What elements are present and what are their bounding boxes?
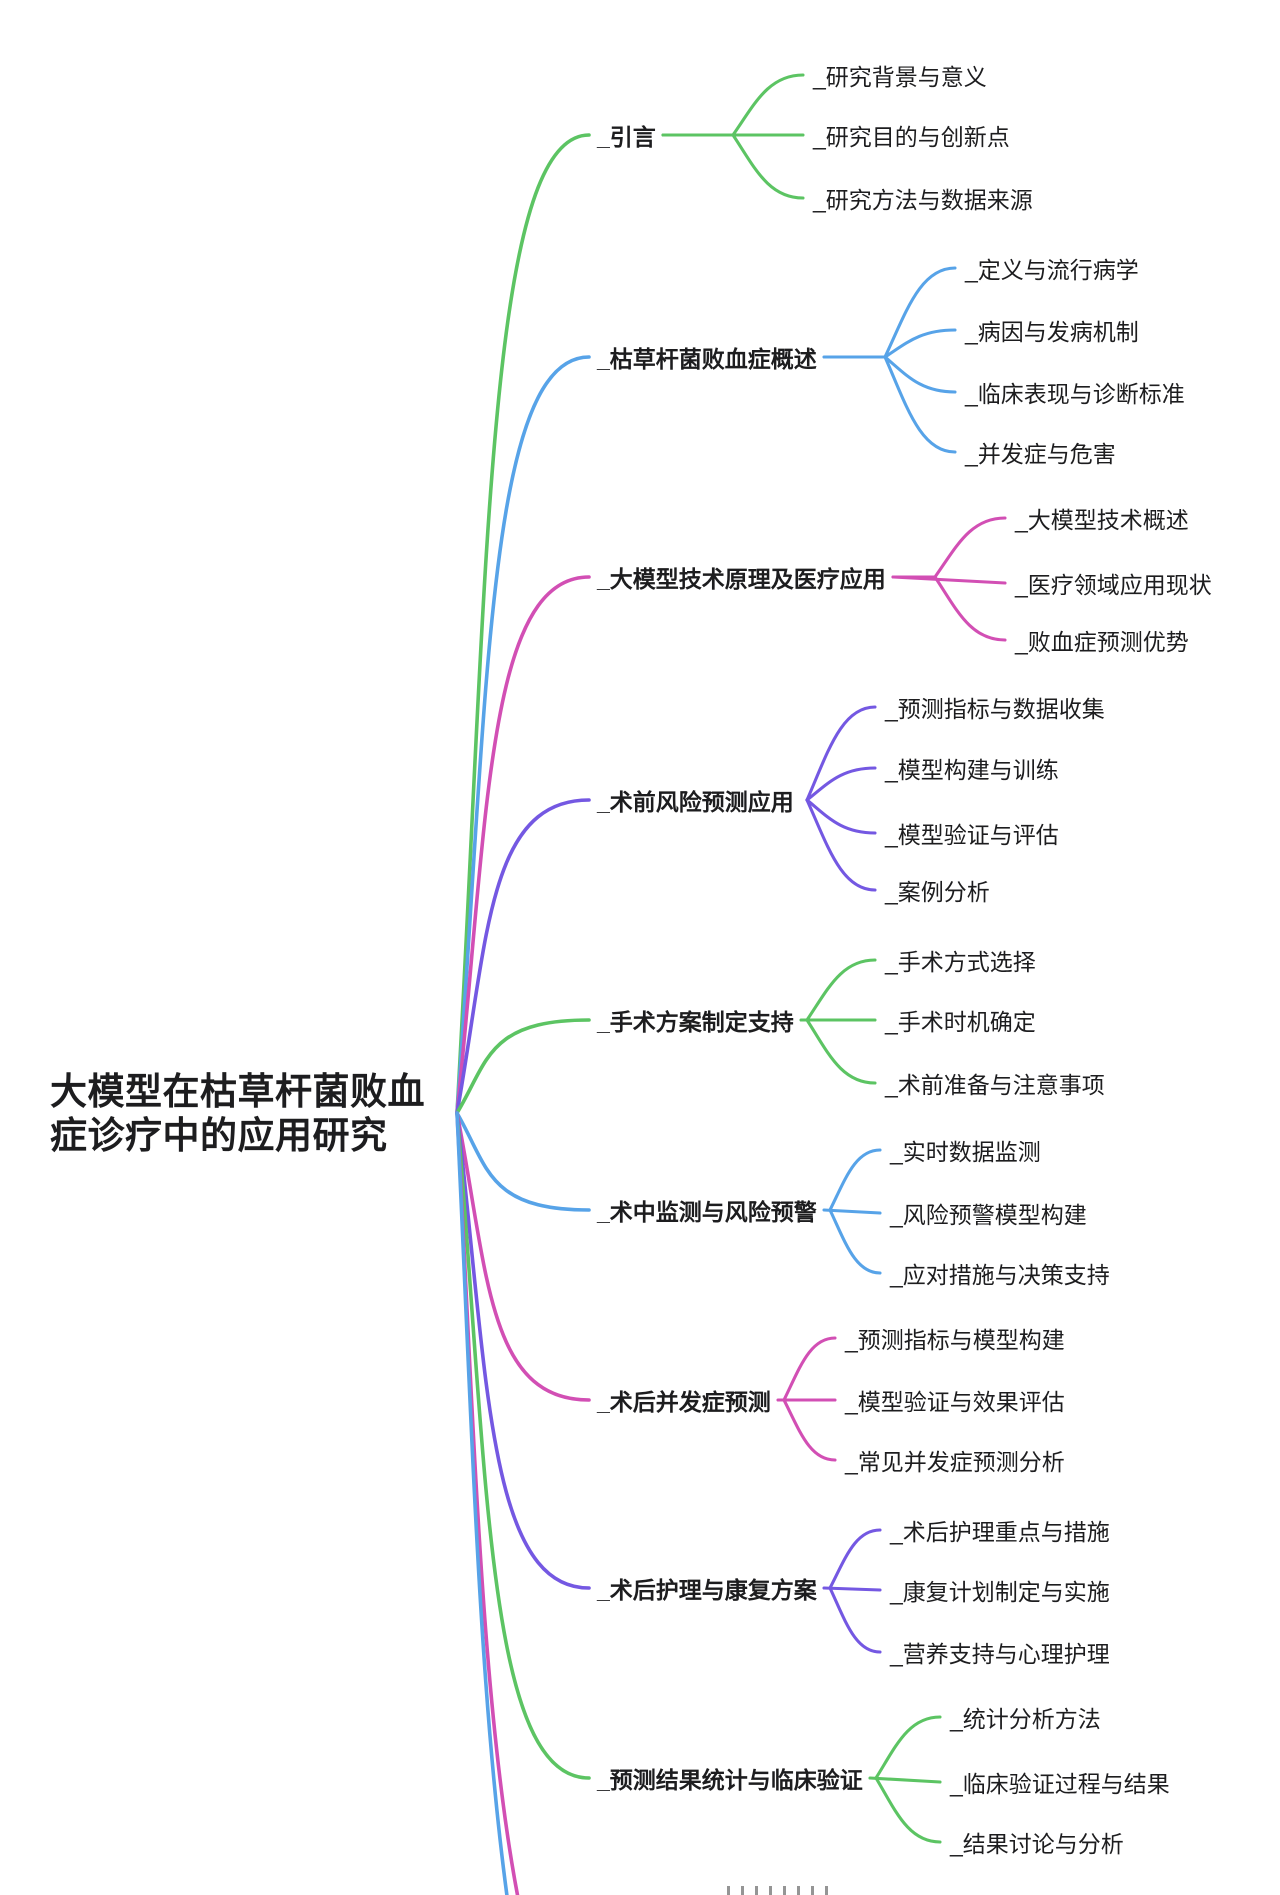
leaf-node[interactable]: _并发症与危害 bbox=[965, 441, 1116, 467]
branch-link bbox=[455, 1018, 591, 1115]
branch-node[interactable]: _引言 bbox=[597, 124, 656, 150]
child-link bbox=[883, 355, 957, 454]
clipped-node-fragment bbox=[727, 1886, 839, 1895]
leaf-node[interactable]: _预测指标与模型构建 bbox=[845, 1327, 1065, 1353]
leaf-node[interactable]: _模型构建与训练 bbox=[885, 757, 1059, 783]
leaf-node[interactable]: _研究方法与数据来源 bbox=[813, 187, 1033, 213]
leaf-node[interactable]: _手术方式选择 bbox=[885, 949, 1036, 975]
child-link bbox=[883, 266, 957, 359]
branch-node[interactable]: _术前风险预测应用 bbox=[597, 789, 794, 815]
branch-node[interactable]: _手术方案制定支持 bbox=[597, 1009, 794, 1035]
child-link bbox=[731, 133, 805, 200]
child-link bbox=[828, 1148, 882, 1212]
leaf-node[interactable]: _模型验证与效果评估 bbox=[845, 1389, 1065, 1415]
child-link bbox=[782, 1398, 837, 1462]
leaf-node[interactable]: _研究目的与创新点 bbox=[813, 124, 1010, 150]
leaf-node[interactable]: _定义与流行病学 bbox=[965, 257, 1139, 283]
leaf-node[interactable]: _预测指标与数据收集 bbox=[885, 696, 1105, 722]
branch-node[interactable]: _术中监测与风险预警 bbox=[597, 1199, 817, 1225]
branch-link bbox=[455, 355, 591, 1115]
child-link bbox=[805, 705, 877, 802]
child-link bbox=[891, 575, 1007, 585]
child-link bbox=[805, 1018, 877, 1085]
branch-link bbox=[455, 1111, 591, 1212]
leaf-node[interactable]: _实时数据监测 bbox=[890, 1139, 1041, 1165]
leaf-node[interactable]: _结果讨论与分析 bbox=[950, 1831, 1124, 1857]
branch-node[interactable]: _枯草杆菌败血症概述 bbox=[597, 346, 817, 372]
branch-link bbox=[455, 798, 591, 1115]
branch-link bbox=[455, 1111, 591, 1402]
leaf-node[interactable]: _临床验证过程与结果 bbox=[950, 1771, 1170, 1797]
leaf-node[interactable]: _大模型技术概述 bbox=[1015, 507, 1189, 533]
child-link bbox=[805, 958, 877, 1022]
leaf-node[interactable]: _统计分析方法 bbox=[950, 1706, 1101, 1732]
child-link bbox=[933, 575, 1007, 642]
offscreen-branch-link bbox=[455, 1111, 509, 1895]
child-link bbox=[828, 1208, 882, 1275]
child-link bbox=[805, 798, 877, 835]
branch-node[interactable]: _术后并发症预测 bbox=[597, 1389, 771, 1415]
child-link bbox=[883, 355, 957, 394]
child-link bbox=[868, 1776, 942, 1784]
leaf-node[interactable]: _常见并发症预测分析 bbox=[845, 1449, 1065, 1475]
leaf-node[interactable]: _风险预警模型构建 bbox=[890, 1202, 1087, 1228]
branch-link bbox=[455, 575, 591, 1115]
branch-node[interactable]: _术后护理与康复方案 bbox=[597, 1577, 817, 1603]
leaf-node[interactable]: _医疗领域应用现状 bbox=[1015, 572, 1212, 598]
branch-link bbox=[455, 1111, 591, 1780]
leaf-node[interactable]: _模型验证与评估 bbox=[885, 822, 1059, 848]
leaf-node[interactable]: _案例分析 bbox=[885, 879, 990, 905]
child-link bbox=[805, 766, 877, 802]
child-link bbox=[828, 1528, 882, 1590]
leaf-node[interactable]: _临床表现与诊断标准 bbox=[965, 381, 1185, 407]
leaf-node[interactable]: _败血症预测优势 bbox=[1015, 629, 1189, 655]
child-link bbox=[933, 516, 1007, 579]
child-link bbox=[731, 73, 805, 137]
child-link bbox=[874, 1715, 942, 1780]
child-link bbox=[874, 1776, 942, 1844]
branch-node[interactable]: _大模型技术原理及医疗应用 bbox=[597, 566, 886, 592]
child-link bbox=[822, 1208, 882, 1215]
child-link bbox=[805, 798, 877, 892]
leaf-node[interactable]: _术前准备与注意事项 bbox=[885, 1072, 1105, 1098]
branch-node[interactable]: _预测结果统计与临床验证 bbox=[597, 1767, 863, 1793]
leaf-node[interactable]: _病因与发病机制 bbox=[965, 319, 1139, 345]
leaf-node[interactable]: _应对措施与决策支持 bbox=[890, 1262, 1110, 1288]
leaf-node[interactable]: _手术时机确定 bbox=[885, 1009, 1036, 1035]
leaf-node[interactable]: _研究背景与意义 bbox=[813, 64, 987, 90]
branch-link bbox=[455, 133, 591, 1115]
leaf-node[interactable]: _营养支持与心理护理 bbox=[890, 1641, 1110, 1667]
child-link bbox=[883, 328, 957, 359]
child-link bbox=[822, 1586, 882, 1592]
child-link bbox=[782, 1336, 837, 1402]
root-node[interactable]: 大模型在枯草杆菌败血 症诊疗中的应用研究 bbox=[50, 1071, 425, 1156]
branch-link bbox=[455, 1111, 591, 1590]
leaf-node[interactable]: _康复计划制定与实施 bbox=[890, 1579, 1110, 1605]
leaf-node[interactable]: _术后护理重点与措施 bbox=[890, 1519, 1110, 1545]
child-link bbox=[828, 1586, 882, 1654]
